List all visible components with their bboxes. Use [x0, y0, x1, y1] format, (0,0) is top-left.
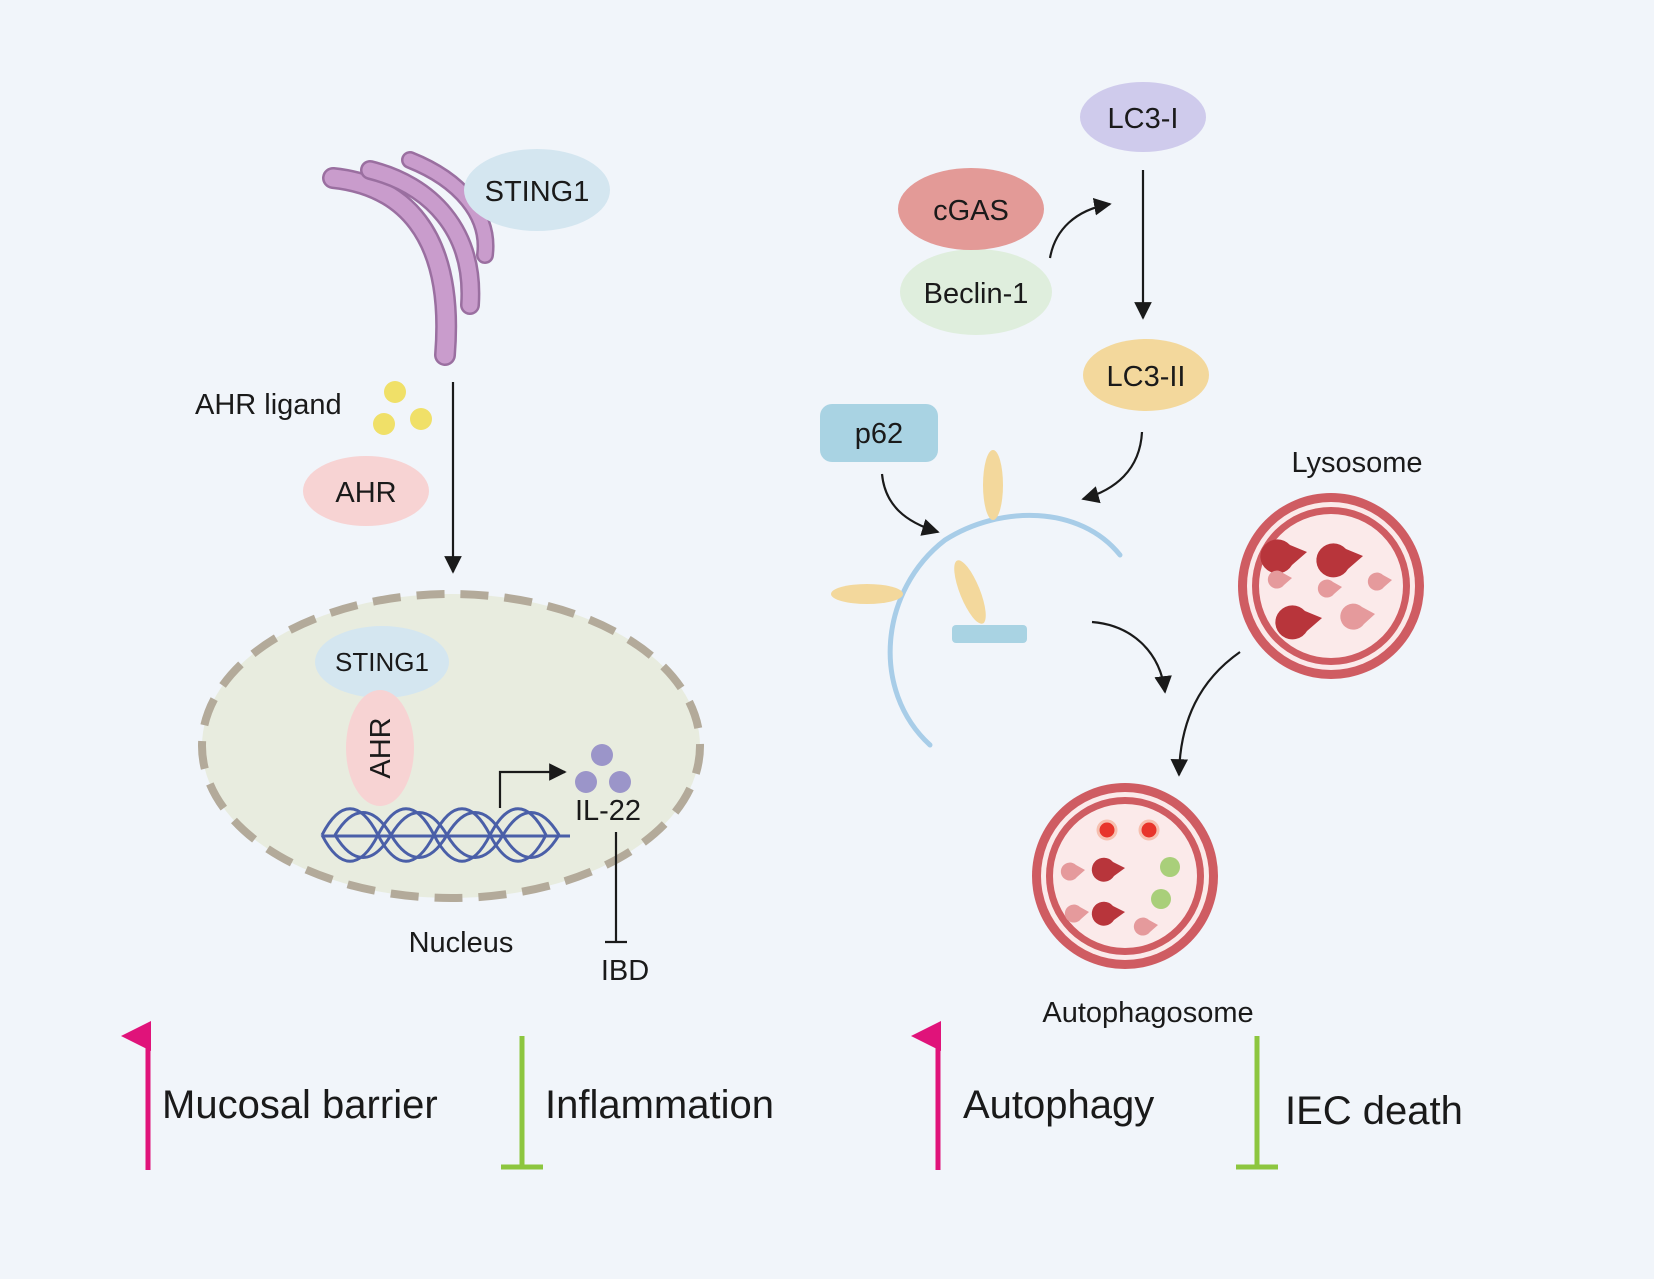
- ahr-label: AHR: [335, 477, 396, 509]
- nucleus-label: Nucleus: [409, 927, 514, 959]
- lc3-i-label: LC3-I: [1108, 103, 1179, 135]
- il22-dots-icon: [575, 744, 631, 793]
- phagophore-membrane: [887, 512, 1123, 748]
- iec-death-label: IEC death: [1285, 1089, 1463, 1133]
- lc3-ii-label: LC3-II: [1107, 361, 1186, 393]
- beclin-to-lc3-arrow: [1048, 198, 1112, 259]
- golgi-apparatus-icon: [322, 151, 495, 366]
- lc3-ii-anchors-icon: [831, 450, 1003, 624]
- beclin-1-node: [900, 249, 1052, 335]
- il22-label: IL-22: [575, 795, 641, 827]
- p62-to-phagophore-arrow: [880, 473, 940, 536]
- ahr-nucleus-node: [346, 690, 414, 806]
- ahr-ligand-label: AHR ligand: [195, 389, 342, 421]
- cgas-node: [898, 168, 1044, 250]
- lc3-ii-node: [1083, 339, 1209, 411]
- lc3-i-node: [1080, 82, 1206, 152]
- p62-node: [820, 404, 938, 462]
- inflammation-label: Inflammation: [545, 1083, 774, 1127]
- il22-inhibits-ibd-line: [605, 832, 627, 944]
- lysosome-to-autophagosome-arrow: [1170, 651, 1241, 777]
- p62-label: p62: [855, 418, 903, 450]
- sting1-golgi-label: STING1: [485, 176, 590, 208]
- sting1-nucleus-label: STING1: [335, 647, 429, 677]
- sting1-golgi-node: [464, 149, 610, 231]
- iec-death-inhibit-icon: [1236, 1036, 1278, 1170]
- sting1-nucleus-node: [315, 626, 449, 698]
- cgas-label: cGAS: [933, 195, 1009, 227]
- transcription-arrow: [498, 763, 567, 808]
- lc3-ii-to-phagophore-arrow: [1081, 431, 1144, 504]
- autophagy-label: Autophagy: [963, 1083, 1154, 1127]
- lysosome-label: Lysosome: [1291, 447, 1422, 479]
- ahr-nucleus-label: AHR: [365, 717, 397, 778]
- mucosal-barrier-label: Mucosal barrier: [162, 1083, 438, 1127]
- autophagosome-label: Autophagosome: [1042, 997, 1253, 1029]
- nucleus: [198, 590, 704, 902]
- autophagosome: [1032, 783, 1218, 969]
- phagophore-to-autophagosome-arrow: [1091, 620, 1172, 694]
- inflammation-inhibit-icon: [501, 1036, 543, 1170]
- autophagosome-contents-icon: [1060, 819, 1180, 936]
- beclin-1-label: Beclin-1: [924, 278, 1029, 310]
- p62-cargo-icon: [952, 625, 1027, 643]
- ahr-node: [303, 456, 429, 526]
- ibd-label: IBD: [601, 955, 649, 987]
- ahr-ligand-dots-icon: [373, 381, 432, 435]
- lysosome-enzymes-icon: [1260, 539, 1392, 640]
- dna-helix-icon: [320, 807, 570, 863]
